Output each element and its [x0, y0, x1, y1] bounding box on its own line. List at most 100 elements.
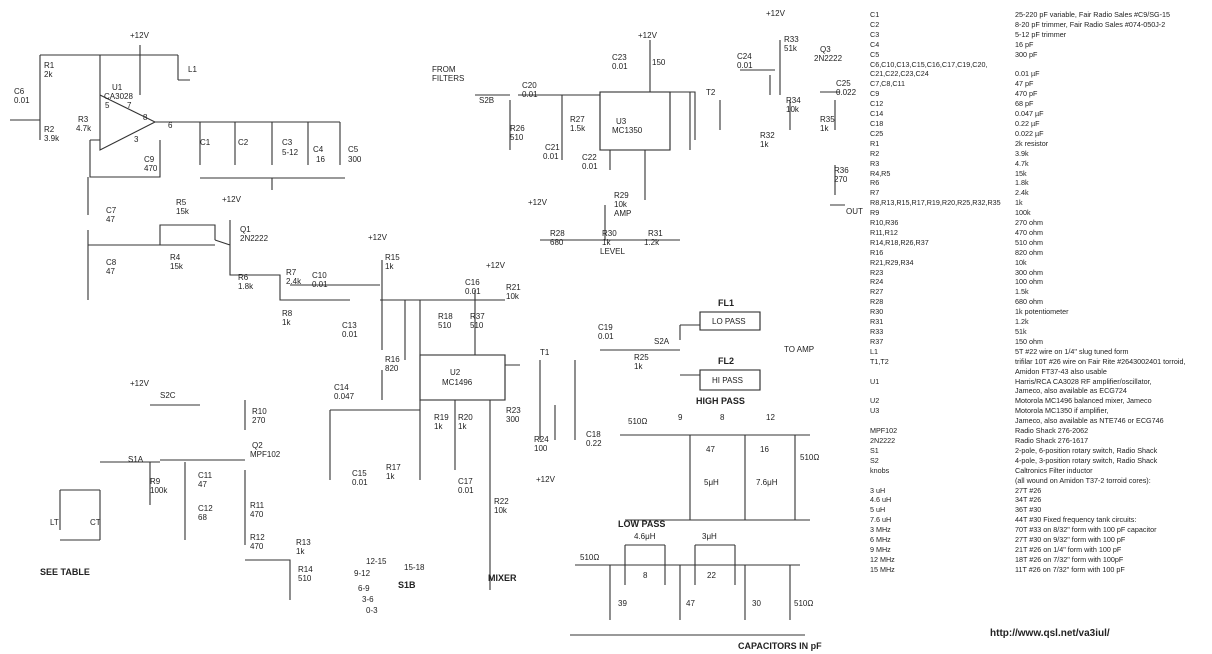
part-designator: 3 MHz [870, 525, 891, 535]
label: C20 [522, 81, 537, 90]
part-value: 4-pole, 3-position rotary switch, Radio … [1015, 455, 1158, 465]
label: 2k [44, 70, 53, 79]
label: R10 [252, 407, 267, 416]
part-designator: 3 uH [870, 485, 886, 495]
label: C17 [458, 477, 473, 486]
label: 0.01 [312, 280, 328, 289]
label: 0.01 [522, 90, 538, 99]
part-value: 0.047 µF [1015, 109, 1044, 119]
part-value: Caltronics Filter inductor [1015, 465, 1093, 475]
label: R16 [385, 355, 400, 364]
part-designator [870, 367, 1015, 377]
label: 39 [618, 599, 627, 608]
label: 7.6μH [756, 478, 778, 487]
label: 3-6 [362, 595, 374, 604]
label: U1 [112, 83, 123, 92]
label: MC1350 [612, 126, 643, 135]
u3-ic-body [599, 91, 671, 151]
part-designator: R21,R29,R34 [870, 257, 914, 267]
part-value: 510 ohm [1015, 237, 1043, 247]
label: Q3 [820, 45, 831, 54]
label: 4.6μH [634, 532, 656, 541]
label: 0.01 [737, 61, 753, 70]
label: 8 [643, 571, 648, 580]
part-value: Harris/RCA CA3028 RF amplifier/oscillato… [1015, 376, 1152, 386]
parts-row: Jameco, also available as ECG724 [870, 386, 1210, 396]
label: R32 [760, 131, 775, 140]
label: LO PASS [712, 317, 746, 326]
label: 820 [385, 364, 399, 373]
label: 0.01 [352, 478, 368, 487]
label: R33 [784, 35, 799, 44]
label: 1k [458, 422, 467, 431]
label: C7 [106, 206, 117, 215]
label: 15k [176, 207, 190, 216]
part-value: Amidon FT37-43 also usable [1015, 366, 1107, 376]
label: C2 [238, 138, 249, 147]
part-value: 47 pF [1015, 79, 1034, 89]
label: MIXER [488, 573, 517, 583]
part-value: Radio Shack 276-2062 [1015, 426, 1089, 436]
label: C4 [313, 145, 324, 154]
label: 1k [296, 547, 305, 556]
label: R37 [470, 312, 485, 321]
label: 510 [438, 321, 452, 330]
part-designator: R1 [870, 138, 880, 148]
label: S1A [128, 455, 144, 464]
label: 0.01 [612, 62, 628, 71]
label: 0.047 [334, 392, 355, 401]
part-designator: R10,R36 [870, 218, 899, 228]
label: R29 [614, 191, 629, 200]
part-designator: C3 [870, 29, 880, 39]
label: C10 [312, 271, 327, 280]
label: FROM [432, 65, 456, 74]
label: 6 [168, 121, 173, 130]
label: U2 [450, 368, 461, 377]
label: 0.01 [598, 332, 614, 341]
label: R23 [506, 406, 521, 415]
part-value: 4.7k [1015, 158, 1029, 168]
label: SEE TABLE [40, 567, 90, 577]
part-designator: C2 [870, 19, 880, 29]
part-designator: C9 [870, 89, 880, 99]
part-designator: C6,C10,C13,C15,C16,C17,C19,C20, [870, 59, 988, 69]
label: +12V [222, 195, 242, 204]
label: R24 [534, 435, 549, 444]
label: U3 [616, 117, 627, 126]
label: 47 [106, 267, 115, 276]
label: 4.7k [76, 124, 92, 133]
part-value: 100 ohm [1015, 277, 1043, 287]
label: 0.01 [543, 152, 559, 161]
part-value: 70T #33 on 8/32" form with 100 pF capaci… [1015, 525, 1157, 535]
label: R12 [250, 533, 265, 542]
label: HI PASS [712, 376, 743, 385]
part-value: Motorola MC1496 balanced mixer, Jameco [1015, 396, 1152, 406]
label: 8 [143, 113, 148, 122]
label: 15k [170, 262, 184, 271]
part-designator: 2N2222 [870, 435, 896, 445]
label: C19 [598, 323, 613, 332]
part-designator: R3 [870, 158, 880, 168]
label: R35 [820, 115, 835, 124]
label: 10k [506, 292, 520, 301]
label: 68 [198, 513, 207, 522]
label: +12V [528, 198, 548, 207]
label: R20 [458, 413, 473, 422]
fl2-box [699, 369, 761, 391]
source-url[interactable]: http://www.qsl.net/va3iul/ [990, 628, 1110, 639]
label: R14 [298, 565, 313, 574]
label: S2B [479, 96, 494, 105]
label: C13 [342, 321, 357, 330]
label: AMP [614, 209, 631, 218]
label: +12V [766, 9, 786, 18]
label: Q1 [240, 225, 251, 234]
label: C5 [348, 145, 359, 154]
label: TO AMP [784, 345, 814, 354]
